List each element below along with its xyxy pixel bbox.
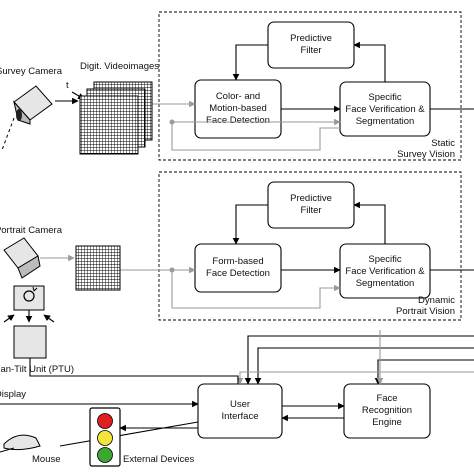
verification-dyn-label-2: Face Verification & — [345, 266, 425, 277]
color-motion-label-2: Motion-based — [209, 103, 267, 114]
form-based-label-1: Form-based — [212, 256, 263, 267]
user-interface-label-2: Interface — [222, 411, 259, 422]
verification-static-label-3: Segmentation — [356, 116, 415, 127]
time-axis-label: t — [66, 80, 69, 91]
dynamic-panel-caption-2: Portrait Vision — [396, 306, 455, 317]
arrow-loop-dynamic — [171, 270, 341, 309]
red-light-icon — [97, 413, 113, 429]
predictive-filter-dyn-label-2: Filter — [300, 205, 321, 216]
portrait-image — [75, 245, 121, 291]
mouse-icon — [0, 434, 41, 453]
video-image-stack — [79, 81, 153, 155]
face-recognition-engine-box: Face Recognition Engine — [343, 383, 431, 439]
dynamic-portrait-vision-panel — [158, 171, 462, 321]
verification-dyn-label-1: Specific — [368, 254, 402, 265]
user-interface-label-1: User — [230, 399, 250, 410]
camera-field-of-view — [1, 117, 15, 151]
ptu-to-ui-line — [29, 358, 239, 384]
predictive-filter-dyn-label-1: Predictive — [290, 193, 332, 204]
external-devices-traffic-light — [89, 407, 121, 467]
dynamic-panel-caption-1: Dynamic — [418, 295, 455, 306]
static-panel-caption-2: Survey Vision — [397, 149, 455, 160]
face-verification-box-dynamic: Specific Face Verification & Segmentatio… — [339, 243, 431, 299]
portrait-camera-label: Portrait Camera — [0, 225, 63, 236]
arrow-verification-to-filter-static — [353, 41, 386, 82]
bus-line-2 — [254, 347, 474, 385]
color-motion-face-detection-box: Color- and Motion-based Face Detection — [194, 79, 282, 139]
verification-dyn-label-3: Segmentation — [356, 278, 415, 289]
face-recognition-label-3: Engine — [372, 417, 402, 428]
color-motion-label-1: Color- and — [216, 91, 260, 102]
ptu-controller-box — [13, 325, 47, 359]
bus-line-gray-1 — [236, 371, 474, 385]
junction-dot-dynamic — [169, 267, 175, 273]
static-survey-vision-panel — [158, 11, 462, 161]
form-based-face-detection-box: Form-based Face Detection — [194, 243, 282, 293]
survey-camera-label: Survey Camera — [0, 66, 63, 77]
display-label: Display — [0, 389, 26, 400]
static-panel-caption-1: Static — [431, 138, 455, 149]
face-recognition-label-2: Recognition — [362, 405, 412, 416]
portrait-camera-icon — [3, 237, 41, 279]
predictive-filter-label-2: Filter — [300, 45, 321, 56]
mouse-line — [59, 421, 199, 447]
arrow-loop-static — [171, 122, 340, 151]
face-recognition-label-1: Face — [376, 393, 397, 404]
verification-static-label-1: Specific — [368, 92, 402, 103]
predictive-filter-label-1: Predictive — [290, 33, 332, 44]
color-motion-label-3: Face Detection — [206, 115, 270, 126]
bus-line-1 — [244, 335, 474, 385]
predictive-filter-box-static: Predictive Filter — [267, 21, 355, 69]
arrow-filter-to-detection-static — [232, 44, 268, 81]
mouse-label: Mouse — [32, 454, 61, 465]
arrow-filter-to-detection-dynamic — [232, 204, 268, 245]
verification-static-label-2: Face Verification & — [345, 104, 425, 115]
digit-videoimages-label: Digit. Videoimages — [80, 61, 159, 72]
form-based-label-2: Face Detection — [206, 268, 270, 279]
green-light-icon — [97, 447, 113, 463]
survey-camera-icon — [13, 85, 53, 125]
ptu-label: Pan-Tilt Unit (PTU) — [0, 364, 74, 375]
pan-tilt-icon — [13, 285, 45, 311]
face-verification-box-static: Specific Face Verification & Segmentatio… — [339, 81, 431, 137]
external-devices-label: External Devices — [123, 454, 195, 465]
user-interface-box: User Interface — [197, 383, 283, 439]
bus-line-3 — [374, 359, 474, 385]
predictive-filter-box-dynamic: Predictive Filter — [267, 181, 355, 229]
junction-dot-static — [169, 119, 175, 125]
arrow-ptu-right — [43, 314, 55, 323]
yellow-light-icon — [97, 430, 113, 446]
arrow-ptu-left — [3, 314, 15, 323]
arrow-verification-to-filter-dynamic — [353, 201, 386, 244]
